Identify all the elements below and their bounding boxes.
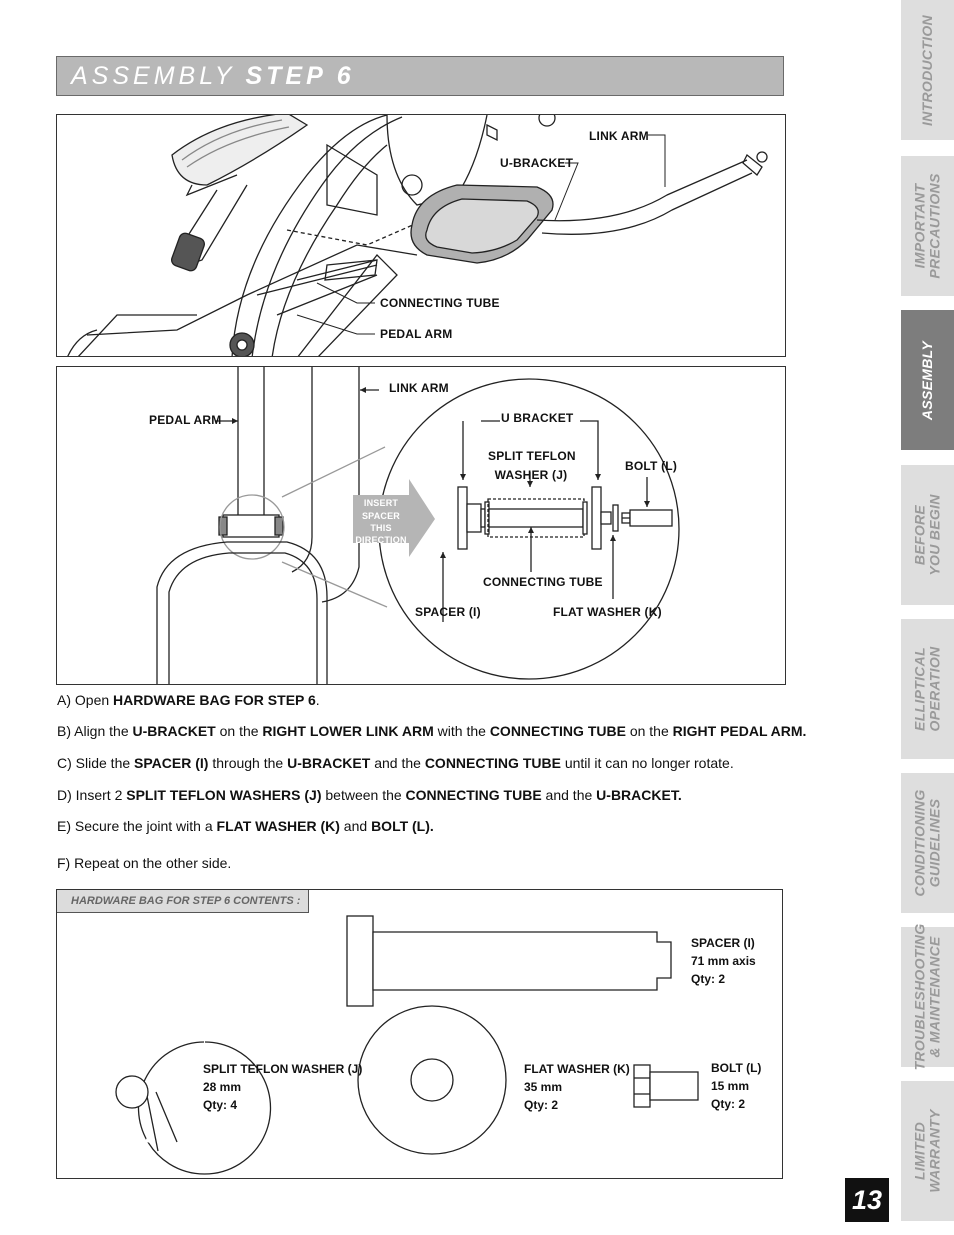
label-insert-line2: SPACER xyxy=(361,511,401,521)
label-connecting-tube: CONNECTING TUBE xyxy=(380,296,500,310)
section-title-bar: ASSEMBLY STEP 6 xyxy=(56,56,784,96)
label-pedal-arm: PEDAL ARM xyxy=(380,327,453,341)
hardware-parts-drawing xyxy=(115,915,699,1175)
label-link-arm: LINK ARM xyxy=(589,129,649,143)
bolt-spec: BOLT (L) 15 mm Qty: 2 xyxy=(711,1061,762,1111)
tab-troubleshooting-maintenance[interactable]: TROUBLESHOOTING& MAINTENANCE xyxy=(901,924,954,1070)
label-bolt: BOLT (L) xyxy=(625,459,678,473)
step-f: F) Repeat on the other side. xyxy=(57,855,232,871)
label-insert-line1: INSERT xyxy=(363,498,399,508)
tab-assembly[interactable]: ASSEMBLY xyxy=(901,310,954,450)
page-number: 13 xyxy=(845,1178,889,1222)
label-u-bracket: U-BRACKET xyxy=(500,156,574,170)
hardware-contents-box: HARDWARE BAG FOR STEP 6 CONTENTS : SPACE… xyxy=(56,889,783,1179)
label-spacer: SPACER (I) xyxy=(415,605,481,619)
label-flat-washer: FLAT WASHER (K) xyxy=(553,605,662,619)
tab-introduction[interactable]: INTRODUCTION xyxy=(901,0,954,140)
label-u-bracket: U BRACKET xyxy=(501,411,574,425)
step-d: D) Insert 2 SPLIT TEFLON WASHERS (J) bet… xyxy=(57,787,682,803)
label-connecting-tube: CONNECTING TUBE xyxy=(483,575,603,589)
label-link-arm: LINK ARM xyxy=(389,381,449,395)
title-step: STEP 6 xyxy=(245,61,355,90)
label-insert-line4: DIRECTION xyxy=(355,535,407,545)
elliptical-line-drawing xyxy=(67,115,768,356)
step-a: A) Open HARDWARE BAG FOR STEP 6. xyxy=(57,692,320,708)
assembly-overview-figure: LINK ARM U-BRACKET CONNECTING TUBE PEDAL… xyxy=(56,114,786,357)
spacer-spec: SPACER (I) 71 mm axis Qty: 2 xyxy=(691,936,756,986)
split-washer-spec: SPLIT TEFLON WASHER (J) 28 mm Qty: 4 xyxy=(203,1062,363,1112)
hardware-box-header: HARDWARE BAG FOR STEP 6 CONTENTS : xyxy=(57,890,309,913)
joint-exploded-view xyxy=(156,367,680,684)
label-split-teflon-line2: WASHER (J) xyxy=(494,468,568,482)
step-e: E) Secure the joint with a FLAT WASHER (… xyxy=(57,818,434,834)
label-split-teflon-line1: SPLIT TEFLON xyxy=(488,449,576,463)
flat-washer-spec: FLAT WASHER (K) 35 mm Qty: 2 xyxy=(524,1062,630,1112)
title-prefix: ASSEMBLY xyxy=(71,61,236,90)
label-insert-line3: THIS xyxy=(370,523,392,533)
joint-detail-figure: LINK ARM PEDAL ARM U BRACKET SPLIT TEFLO… xyxy=(56,366,786,685)
label-pedal-arm: PEDAL ARM xyxy=(149,413,222,427)
step-c: C) Slide the SPACER (I) through the U-BR… xyxy=(57,755,734,771)
step-b: B) Align the U-BRACKET on the RIGHT LOWE… xyxy=(57,723,807,739)
